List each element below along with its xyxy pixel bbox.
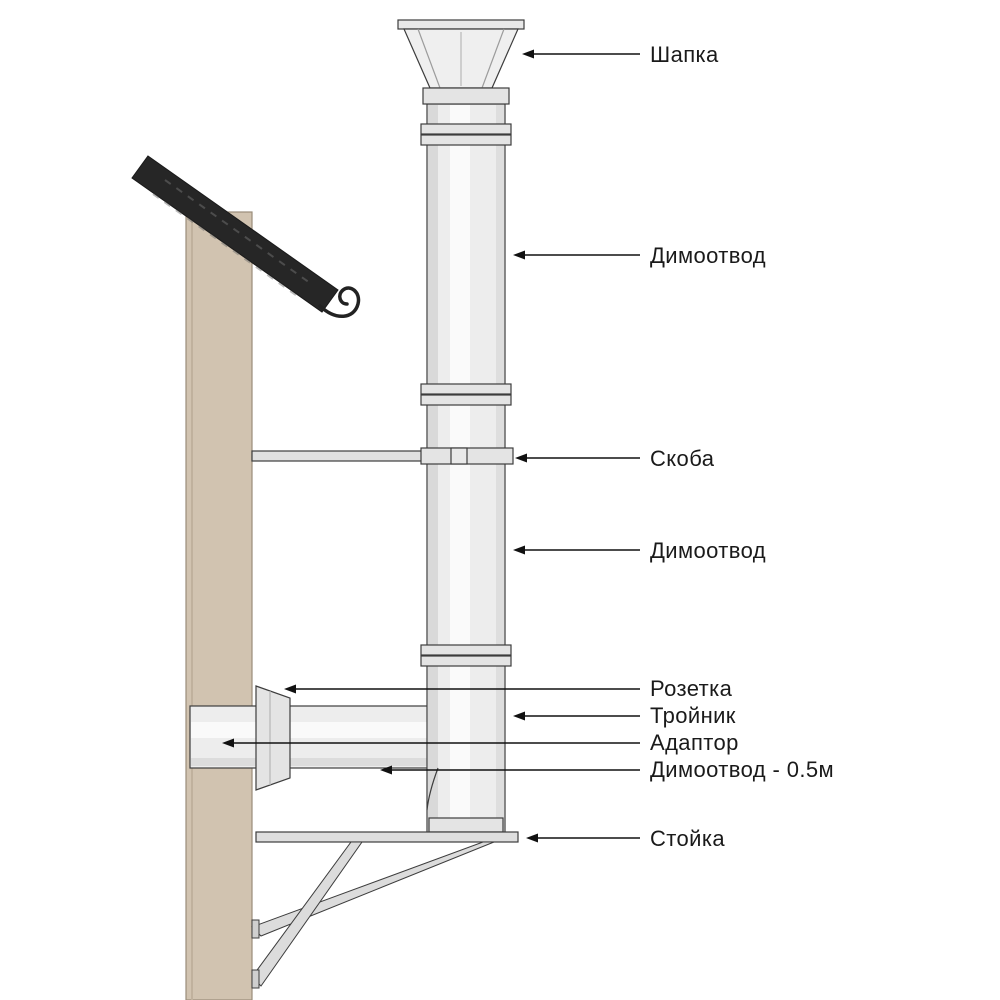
wall	[185, 211, 253, 1000]
roof	[131, 155, 361, 318]
roof-texture	[164, 179, 311, 284]
arrowhead-rosette	[284, 684, 296, 694]
clamp-lock	[450, 447, 468, 465]
stand-plate	[255, 831, 519, 843]
cap-collar	[422, 87, 510, 105]
tee-junction-curve	[426, 767, 439, 811]
adapter-pipe-shade	[191, 758, 439, 766]
arrowhead-tee	[513, 711, 525, 721]
stand-brace	[251, 841, 363, 987]
arrowhead-flue-upper	[513, 250, 525, 260]
label-stand: Стойка	[650, 826, 725, 851]
rosette-plate	[255, 685, 291, 791]
chimney-pipe	[420, 103, 514, 841]
arrowhead-adapter	[222, 738, 234, 748]
joint-ring	[420, 644, 512, 656]
adapter-pipe	[189, 705, 441, 769]
bottom-flange	[428, 817, 504, 833]
joint-ring	[420, 394, 512, 406]
joint-ring	[420, 383, 512, 395]
arrowhead-bracket	[515, 453, 527, 463]
arrowhead-flue-mid	[513, 545, 525, 555]
brace-anchor	[251, 969, 260, 989]
roof-texture	[152, 193, 301, 299]
label-flue-05m: Димоотвод - 0.5м	[650, 757, 834, 782]
leader-arrows	[222, 49, 640, 843]
support-stand	[251, 831, 519, 989]
label-cap: Шапка	[650, 42, 719, 67]
stand-brace	[251, 841, 495, 937]
label-tee: Тройник	[650, 703, 736, 728]
brace-anchor	[251, 919, 260, 939]
labels: Шапка Димоотвод Скоба Димоотвод Розетка …	[650, 42, 834, 851]
cap-cone-line	[417, 28, 441, 89]
chimney-cap	[397, 19, 525, 105]
wall-strip	[185, 211, 253, 1000]
joint-ring	[420, 655, 512, 667]
arrowhead-cap	[522, 49, 534, 59]
joint-ring	[420, 134, 512, 146]
adapter-pipe-highlight	[191, 722, 439, 738]
label-flue-upper: Димоотвод	[650, 243, 766, 268]
rosette-flange	[255, 685, 291, 791]
label-rosette: Розетка	[650, 676, 733, 701]
gutter-hook	[318, 286, 361, 318]
cap-top-plate	[397, 19, 525, 30]
label-adapter: Адаптор	[650, 730, 739, 755]
cap-cone-line	[481, 28, 505, 89]
label-flue-mid: Димоотвод	[650, 538, 766, 563]
arrowhead-flue-05m	[380, 765, 392, 775]
pipe-highlight	[450, 105, 470, 839]
arrowhead-stand	[526, 833, 538, 843]
label-bracket: Скоба	[650, 446, 715, 471]
roof-slope	[131, 155, 339, 313]
pipe-shade-left	[428, 105, 438, 839]
pipe-shade-right	[496, 105, 504, 839]
wall-bracket-bar	[251, 450, 431, 462]
joint-ring	[420, 123, 512, 135]
